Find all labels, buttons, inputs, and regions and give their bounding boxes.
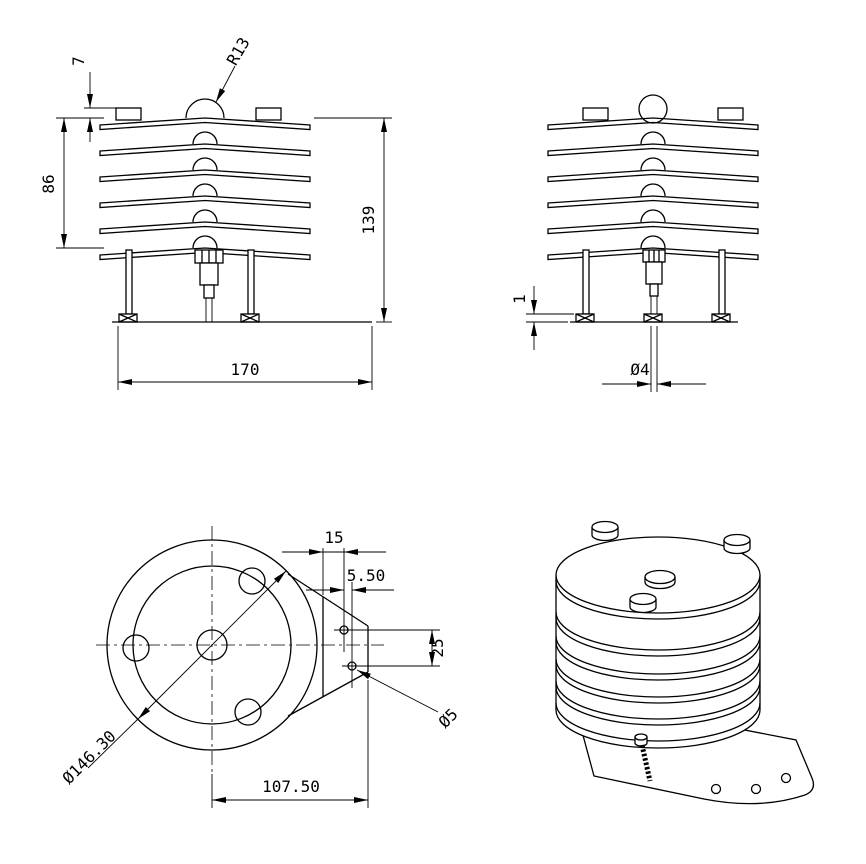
outer-plate-circle (106, 539, 318, 751)
foot-hatch (575, 313, 595, 323)
screw-thread (639, 744, 653, 782)
bracket-bottom-edge (287, 671, 369, 717)
bracket-hole (750, 783, 762, 795)
top-plate-ellipse (555, 536, 761, 614)
column-arc (640, 235, 666, 249)
diameter-dimension-line (137, 570, 287, 720)
dim-label-foot-thickness: 1 (510, 294, 529, 304)
louver-plate (99, 117, 311, 131)
column-arc (192, 235, 218, 249)
louver-stack (547, 117, 759, 261)
column-arc (640, 209, 666, 223)
column-arc (640, 131, 666, 145)
sensor-body (645, 261, 663, 285)
dim-label-rod-diameter: Ø4 (630, 360, 649, 379)
sensor-connector (194, 249, 224, 322)
center-column-arcs (192, 131, 218, 249)
dim-label-hole-spacing: 25 (428, 638, 447, 657)
dim-label-bracket-reach: 107.50 (262, 777, 320, 796)
louver-arcs (555, 611, 761, 749)
bottom-view: 15 5.50 25 Ø5 Ø146.30 107.50 (59, 526, 462, 808)
shield-body-fill (556, 575, 760, 748)
louver-arc (555, 611, 761, 651)
bracket-hole (780, 772, 792, 784)
louver-arc (555, 680, 761, 720)
support-leg (582, 249, 590, 315)
louver-plate (547, 221, 759, 235)
sensor-stem (203, 284, 215, 299)
foot-hatch (643, 313, 663, 323)
louver-arc (555, 702, 761, 742)
center-hole-depth (644, 577, 676, 590)
column-arc (640, 183, 666, 197)
dome-circle (638, 94, 668, 124)
louver-plate (547, 143, 759, 157)
dome-arc (185, 98, 225, 119)
top-tab (255, 107, 282, 121)
cap-nut-top (723, 533, 751, 547)
cap-hole (238, 567, 266, 595)
foot-hatch (118, 313, 138, 323)
sensor-body (199, 262, 219, 286)
mounting-screw (634, 733, 653, 782)
sensor-stem (649, 283, 659, 297)
cap-hole (122, 634, 150, 662)
column-arc (192, 209, 218, 223)
louver-arc (555, 709, 761, 749)
dim-label-overall-height: 139 (359, 206, 378, 235)
inner-plate-circle (132, 565, 292, 725)
dim-label-hole-stagger: 5.50 (347, 566, 386, 585)
bracket-top-edge (287, 573, 369, 627)
screw-head-top (634, 733, 648, 741)
dim-label-stack-height: 86 (39, 174, 58, 193)
leader-line-dia5 (356, 669, 439, 713)
support-leg (718, 249, 726, 315)
louver-arc (555, 635, 761, 675)
louver-arc (555, 617, 761, 657)
bracket-hole (710, 783, 722, 795)
louver-plate (99, 221, 311, 235)
louver-arc (555, 664, 761, 704)
top-tab (115, 107, 142, 121)
louver-arc (555, 641, 761, 681)
dim-label-bracket-offset: 15 (324, 528, 343, 547)
leader-tail (87, 718, 139, 769)
louver-plate (99, 143, 311, 157)
louver-stack (99, 117, 311, 261)
support-leg (247, 249, 255, 315)
column-arc (192, 183, 218, 197)
louver-arc (555, 686, 761, 726)
column-arc (640, 157, 666, 171)
foot-hatch (240, 313, 260, 323)
louver-plate (99, 169, 311, 183)
dim-label-mount-hole-diameter: Ø5 (435, 705, 462, 732)
louver-plate (99, 195, 311, 209)
cap-nut-top (591, 520, 619, 534)
leader-line-r13 (215, 65, 236, 103)
dim-label-outer-diameter: Ø146.30 (59, 727, 120, 788)
cap-hole (234, 698, 262, 726)
dim-label-dome-radius: R13 (223, 34, 254, 69)
foot-hatch (711, 313, 731, 323)
dim-label-base-width: 170 (231, 360, 260, 379)
top-plate-thickness-arc (555, 580, 761, 620)
dim-label-tab-height: 7 (69, 56, 88, 66)
isometric-view (555, 520, 815, 805)
louver-plate (547, 169, 759, 183)
side-view: 1 Ø4 (510, 94, 759, 392)
top-tab (717, 107, 744, 121)
louver-plate (547, 117, 759, 131)
cap-nut-top (629, 592, 657, 606)
support-leg (125, 249, 133, 315)
center-column-arcs (640, 131, 666, 249)
front-view: R13 7 86 139 170 (39, 34, 392, 390)
louver-arc (555, 658, 761, 698)
sensor-connector (642, 249, 666, 314)
column-arc (192, 157, 218, 171)
top-tab (582, 107, 609, 121)
column-arc (192, 131, 218, 145)
louver-plate (547, 195, 759, 209)
